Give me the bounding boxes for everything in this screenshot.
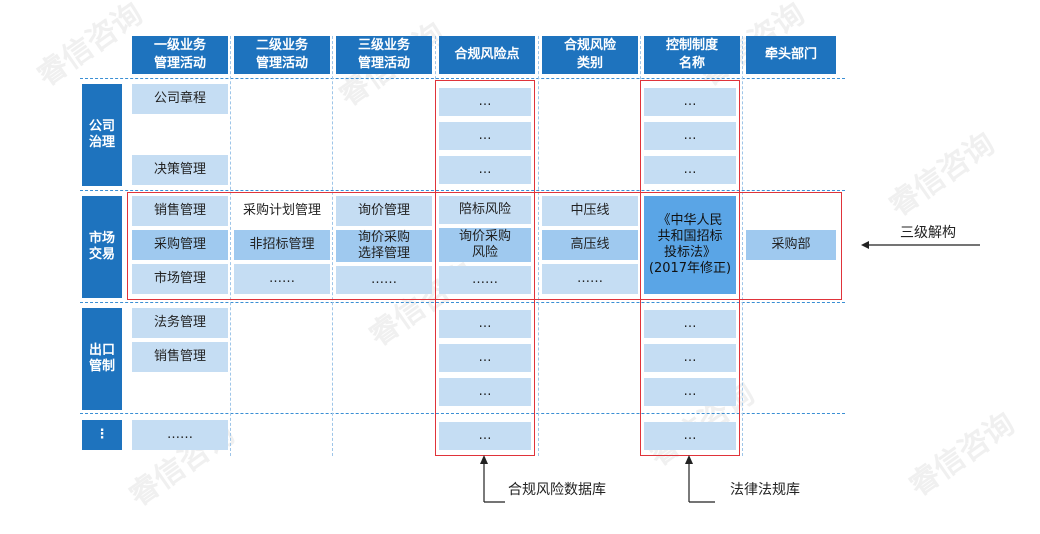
row-divider [80,190,845,191]
department-cell: 采购部 [746,230,836,260]
risk-point-cell: 陪标风险 [439,196,531,224]
risk-category-cell: …… [542,264,638,294]
col-divider [538,36,539,456]
watermark: 睿信咨询 [882,126,1002,224]
header-level2: 二级业务 管理活动 [234,36,330,74]
header-control-policy: 控制制度 名称 [644,36,740,74]
risk-point-cell: … [439,88,531,116]
col-divider [332,36,333,456]
risk-point-cell: 询价采购 风险 [439,228,531,262]
level1-cell: 市场管理 [132,264,228,294]
policy-cell: … [644,310,736,338]
level1-cell: 销售管理 [132,342,228,372]
section-export-control: 出口 管制 [82,308,122,410]
risk-category-cell: 高压线 [542,230,638,260]
risk-point-cell: … [439,156,531,184]
level3-cell: 询价管理 [336,196,432,226]
level1-cell: 公司章程 [132,84,228,114]
level3-label: 三级解构 [900,225,956,241]
level1-cell: 销售管理 [132,196,228,226]
header-risk-point: 合规风险点 [439,36,535,74]
policy-cell-tendering-law: 《中华人民 共和国招标 投标法》 (2017年修正) [644,196,736,294]
row-divider [80,78,845,79]
level2-cell: 非招标管理 [234,230,330,260]
level3-arrow [861,241,980,249]
col-divider [742,36,743,456]
row-divider [80,413,845,414]
policy-cell: … [644,378,736,406]
policy-cell: … [644,156,736,184]
level1-cell: …… [132,420,228,450]
risk-point-cell: … [439,122,531,150]
risk-point-column-highlight [435,80,535,456]
row-divider [80,302,845,303]
level1-cell: 法务管理 [132,308,228,338]
section-corporate-governance: 公司 治理 [82,84,122,186]
header-lead-department: 牵头部门 [746,36,836,74]
header-risk-category: 合规风险 类别 [542,36,638,74]
risk-point-cell: … [439,378,531,406]
risk-db-arrow [480,455,505,503]
risk-category-cell: 中压线 [542,196,638,226]
col-divider [230,36,231,456]
header-level3: 三级业务 管理活动 [336,36,432,74]
policy-cell: … [644,422,736,450]
risk-db-label: 合规风险数据库 [508,482,606,498]
market-trading-row-highlight [127,192,842,300]
level2-cell: …… [234,264,330,294]
section-more: ⋮ [82,420,122,450]
risk-point-cell: …… [439,266,531,294]
risk-point-cell: … [439,422,531,450]
level2-cell: 采购计划管理 [242,202,321,218]
risk-point-cell: … [439,344,531,372]
level3-cell: 询价采购 选择管理 [336,230,432,262]
policy-column-highlight [640,80,740,456]
watermark: 睿信咨询 [902,406,1022,504]
level1-cell: 采购管理 [132,230,228,260]
level1-cell: 决策管理 [132,155,228,185]
law-db-arrow [685,455,715,503]
policy-cell: … [644,88,736,116]
section-market-trading: 市场 交易 [82,196,122,298]
policy-cell: … [644,122,736,150]
header-level1: 一级业务 管理活动 [132,36,228,74]
level3-cell: …… [336,266,432,294]
risk-point-cell: … [439,310,531,338]
law-db-label: 法律法规库 [730,482,800,498]
policy-cell: … [644,344,736,372]
